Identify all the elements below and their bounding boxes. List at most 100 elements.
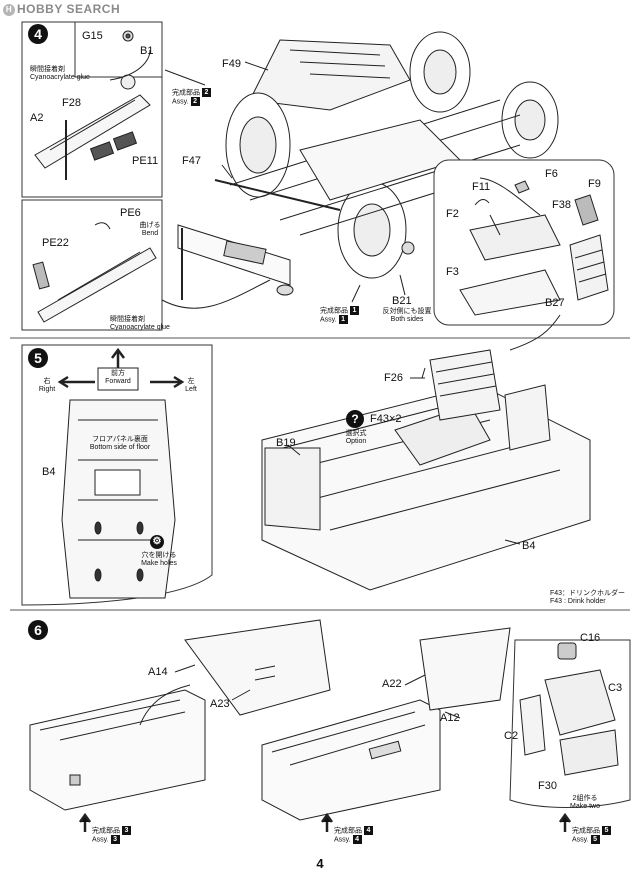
step-6-badge: 6	[28, 620, 48, 640]
part-label-b19: B19	[276, 437, 296, 449]
assy-2-jp: 完成部品	[172, 89, 200, 97]
assy-3-num-en: 3	[110, 835, 120, 845]
both-sides-en: Both sides	[390, 316, 424, 323]
part-label-c2: C2	[504, 730, 519, 742]
floor-panel-note: フロアパネル裏面 Bottom side of floor	[75, 436, 165, 452]
part-label-pe22: PE22	[42, 237, 69, 249]
floor-panel-jp: フロアパネル裏面	[92, 436, 148, 443]
forward-jp: 前方	[111, 370, 125, 377]
option-en: Option	[345, 438, 367, 445]
make-holes-en: Make holes	[141, 560, 177, 567]
left-en: Left	[185, 386, 197, 393]
both-sides-jp: 反対側にも設置	[382, 308, 432, 315]
part-label-f11: F11	[472, 181, 491, 193]
part-label-f49: F49	[222, 58, 241, 70]
assy-4-num: 4	[363, 826, 373, 835]
part-label-c16: C16	[580, 632, 601, 644]
assy-4-num-en: 4	[352, 835, 362, 845]
bend-note-en: Bend	[141, 230, 159, 237]
assy-4-en: Assy.	[334, 836, 351, 844]
step-4-badge: 4	[28, 24, 48, 44]
left-jp: 左	[187, 378, 195, 385]
forward-en: Forward	[105, 378, 131, 385]
assy-2-ref: 完成部品 2 Assy. 2	[172, 88, 211, 107]
part-label-f47: F47	[182, 155, 201, 167]
right-direction: 右 Right	[35, 378, 59, 394]
part-label-f26: F26	[384, 372, 403, 384]
part-label-b27: B27	[545, 297, 565, 309]
part-label-f43x2: F43×2	[370, 413, 402, 425]
part-label-a2: A2	[30, 112, 44, 124]
assy-2-num-en: 2	[190, 97, 200, 107]
drink-holder-jp: F43：ドリンクホルダー	[550, 590, 626, 597]
make-two-jp: 2組作る	[572, 795, 598, 802]
assy-2-num: 2	[201, 88, 211, 97]
option-note: 選択式 Option	[340, 430, 372, 446]
assy-5-num-en: 5	[590, 835, 600, 845]
part-label-f3: F3	[446, 266, 459, 278]
both-sides-note: 反対側にも設置 Both sides	[372, 308, 442, 324]
assy-5-ref: 完成部品 5 Assy. 5	[572, 826, 611, 845]
glue-note-1: 瞬間接着剤 Cyanoacrylate glue	[30, 66, 90, 82]
assy-1-num-en: 1	[338, 315, 348, 325]
assy-3-ref: 完成部品 3 Assy. 3	[92, 826, 131, 845]
glue-note-2: 瞬間接着剤 Cyanoacrylate glue	[110, 316, 170, 332]
assy-5-en: Assy.	[572, 836, 589, 844]
step-5-badge: 5	[28, 348, 48, 368]
part-label-a22: A22	[382, 678, 402, 690]
glue-note-1-en: Cyanoacrylate glue	[30, 74, 90, 81]
make-holes-note: 穴を開ける Make holes	[136, 552, 182, 568]
assy-5-jp: 完成部品	[572, 827, 600, 835]
assy-3-num: 3	[121, 826, 131, 835]
part-label-a12: A12	[440, 712, 460, 724]
drink-holder-note: F43：ドリンクホルダー F43 : Drink holder	[550, 590, 625, 606]
assy-2-en: Assy.	[172, 98, 189, 106]
watermark-text: HOBBY SEARCH	[17, 2, 121, 16]
floor-panel-en: Bottom side of floor	[89, 444, 151, 451]
drill-icon: ⚙	[150, 535, 164, 549]
part-label-b4-main: B4	[522, 540, 536, 552]
left-direction: 左 Left	[180, 378, 202, 394]
assy-3-en: Assy.	[92, 836, 109, 844]
bend-note-jp: 曲げる	[139, 222, 161, 229]
assy-1-num: 1	[349, 306, 359, 315]
assy-3-jp: 完成部品	[92, 827, 120, 835]
part-label-f6: F6	[545, 168, 558, 180]
glue-note-1-jp: 瞬間接着剤	[30, 66, 65, 73]
make-two-note: 2組作る Make two	[565, 795, 605, 811]
drink-holder-en: F43 : Drink holder	[550, 598, 606, 605]
forward-direction: 前方 Forward	[98, 370, 138, 386]
option-question-icon: ?	[346, 410, 364, 428]
glue-note-2-jp: 瞬間接着剤	[110, 316, 145, 323]
part-label-f30: F30	[538, 780, 557, 792]
glue-note-2-en: Cyanoacrylate glue	[110, 324, 170, 331]
page-number: 4	[316, 856, 324, 871]
part-label-b1: B1	[140, 45, 154, 57]
part-label-f28: F28	[62, 97, 81, 109]
assy-1-en: Assy.	[320, 316, 337, 324]
part-label-pe6: PE6	[120, 207, 141, 219]
assy-1-ref: 完成部品 1 Assy. 1	[320, 306, 359, 325]
part-label-f9: F9	[588, 178, 601, 190]
part-label-g15: G15	[82, 30, 103, 42]
assy-4-ref: 完成部品 4 Assy. 4	[334, 826, 373, 845]
part-label-b4-detail: B4	[42, 466, 56, 478]
part-label-c3: C3	[608, 682, 623, 694]
right-jp: 右	[43, 378, 51, 385]
right-en: Right	[38, 386, 56, 393]
assy-5-num: 5	[601, 826, 611, 835]
part-label-b21: B21	[392, 295, 412, 307]
assy-4-jp: 完成部品	[334, 827, 362, 835]
make-two-en: Make two	[570, 803, 600, 810]
assy-1-jp: 完成部品	[320, 307, 348, 315]
option-jp: 選択式	[345, 430, 367, 437]
part-label-f38: F38	[552, 199, 571, 211]
part-label-a14: A14	[148, 666, 168, 678]
part-label-pe11: PE11	[132, 155, 159, 167]
part-label-a23: A23	[210, 698, 230, 710]
hobbysearch-logo-icon: H	[3, 3, 15, 16]
make-holes-jp: 穴を開ける	[141, 552, 177, 559]
part-label-f2: F2	[446, 208, 459, 220]
